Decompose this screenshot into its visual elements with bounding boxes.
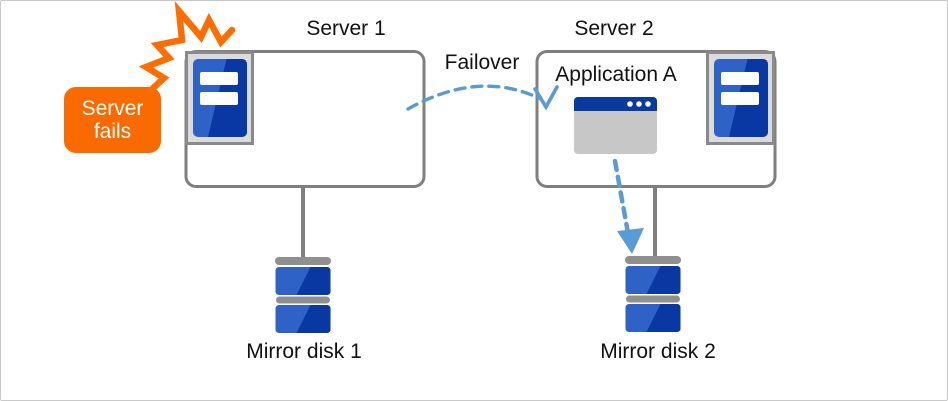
server1-label: Server 1 xyxy=(306,17,386,40)
mirror-disk1-icon xyxy=(275,257,331,333)
server-fails-label: Server fails xyxy=(81,97,144,143)
mirror-disk1-label: Mirror disk 1 xyxy=(246,340,362,363)
server2-label: Server 2 xyxy=(574,17,654,40)
explosion-burst-icon xyxy=(138,1,236,94)
app-to-disk-arrowhead-icon xyxy=(617,228,644,254)
mirror-disk2-icon xyxy=(625,256,681,332)
failover-arrowhead-icon xyxy=(533,85,559,111)
app-to-disk-dashed-arrow xyxy=(612,158,631,236)
mirror-disk2-label: Mirror disk 2 xyxy=(600,340,716,363)
server2-tower-icon xyxy=(708,53,774,144)
application-label: Application A xyxy=(555,63,677,86)
failover-label: Failover xyxy=(444,51,520,74)
server1-box xyxy=(184,50,426,188)
failover-dashed-arrow xyxy=(406,84,543,111)
server1-tower-icon xyxy=(187,53,253,144)
application-window-icon xyxy=(574,97,657,154)
server-fails-badge: Server fails xyxy=(64,87,161,153)
